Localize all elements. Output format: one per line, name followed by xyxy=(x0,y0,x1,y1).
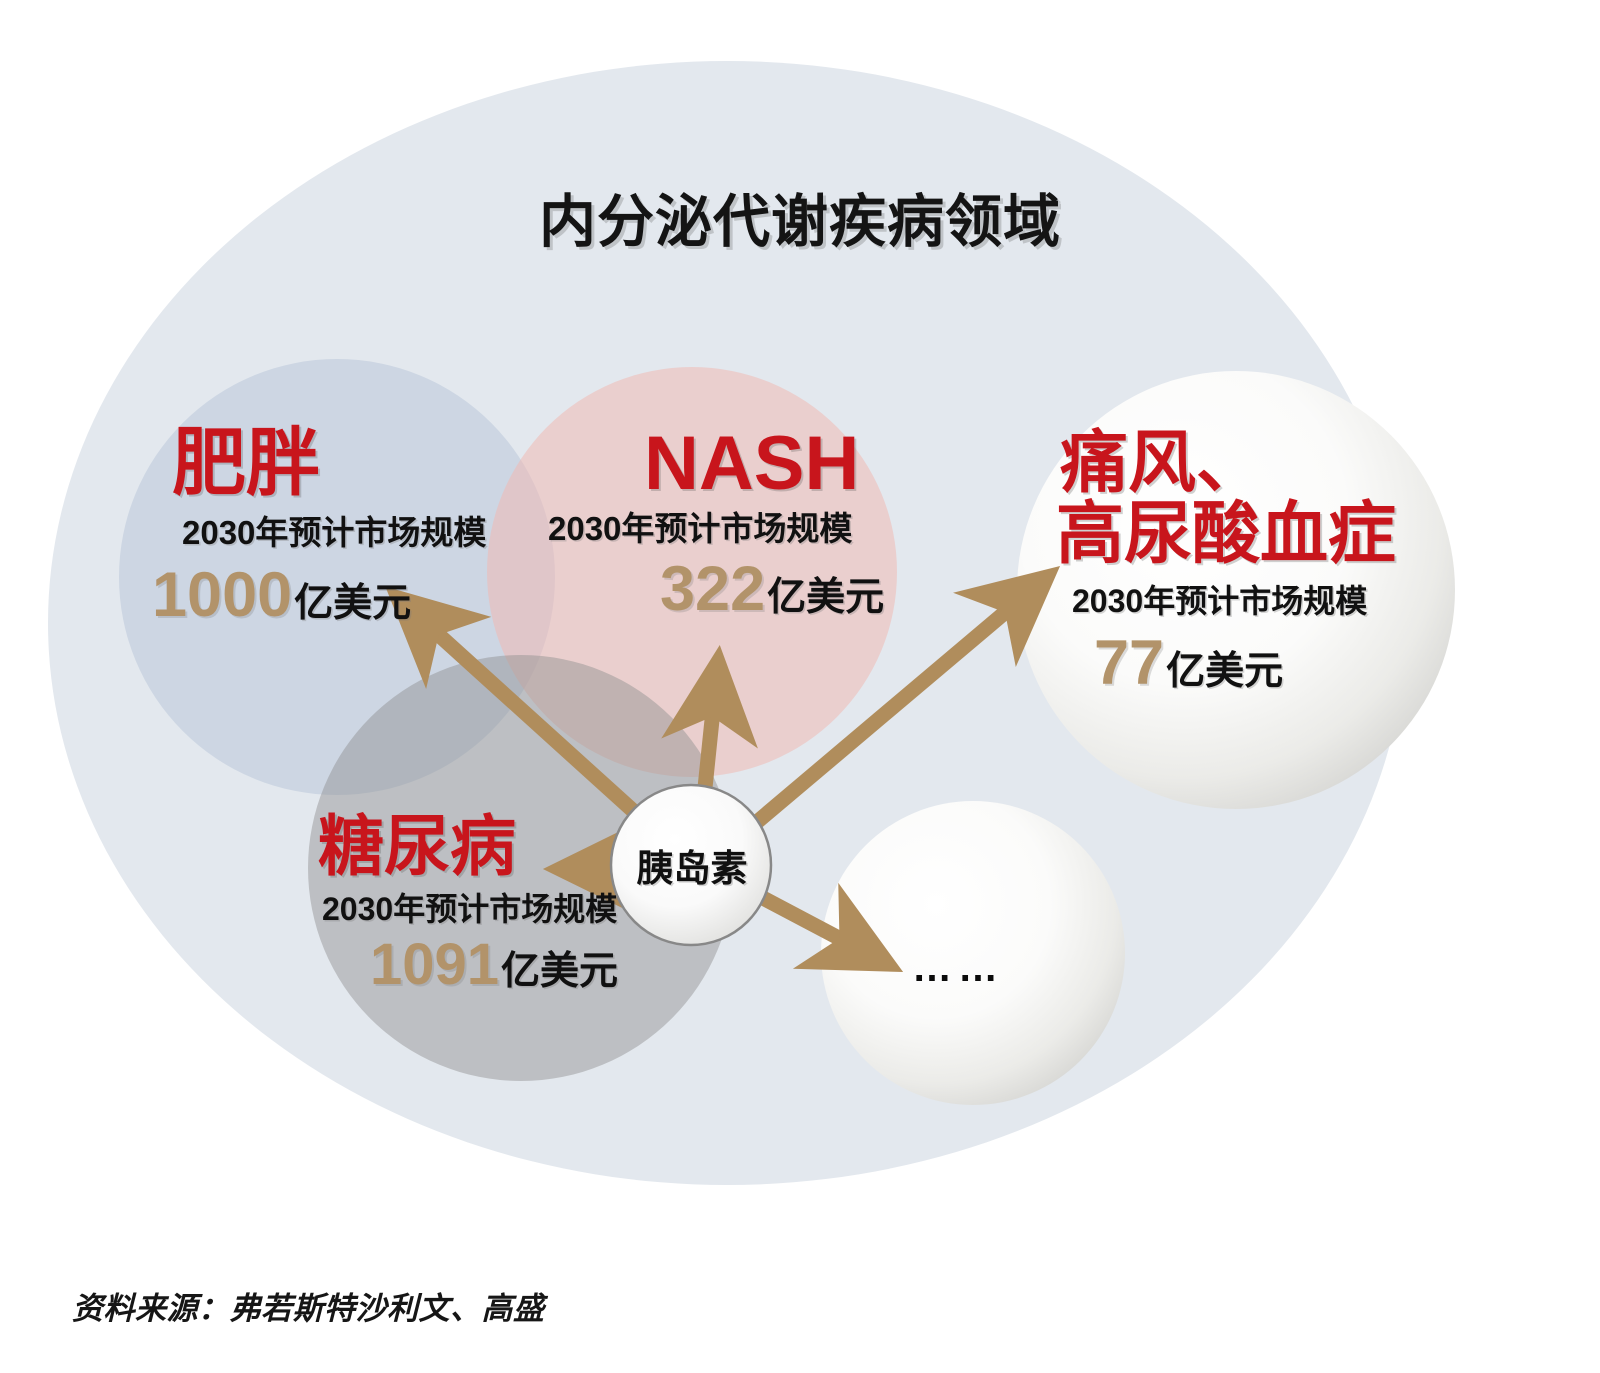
page-title: 内分泌代谢疾病领域 xyxy=(539,190,1061,254)
diabetes-value: 1091 xyxy=(370,931,500,997)
obesity-unit: 亿美元 xyxy=(294,582,412,626)
obesity-amount: 1000 亿美元 xyxy=(152,562,486,628)
nash-amount: 322 亿美元 xyxy=(660,556,884,622)
gout-sphere xyxy=(1017,371,1455,809)
gout-caption: 2030年预计市场规模 xyxy=(1072,582,1368,619)
gout-name-line2: 高尿酸血症 xyxy=(1056,496,1397,573)
diabetes-caption: 2030年预计市场规模 xyxy=(322,891,618,928)
arrow-to-placeholder xyxy=(740,881,904,972)
diabetes-name: 糖尿病 xyxy=(318,809,516,883)
source-note: 资料来源：弗若斯特沙利文、高盛 xyxy=(72,1291,545,1326)
arrow-to-obesity xyxy=(385,586,678,852)
diabetes-circle xyxy=(308,655,734,1081)
obesity-name: 肥胖 xyxy=(172,421,320,504)
disease-block-obesity: 肥胖 2030年预计市场规模 1000 亿美元 xyxy=(152,421,487,629)
nash-value: 322 xyxy=(660,554,766,625)
disease-block-diabetes: 糖尿病 2030年预计市场规模 1091 亿美元 xyxy=(318,809,619,997)
disease-block-nash: NASH 2030年预计市场规模 322 亿美元 xyxy=(548,424,884,623)
nash-caption: 2030年预计市场规模 xyxy=(548,509,853,547)
arrow-to-gout xyxy=(733,565,1061,844)
gout-name: 痛风、 高尿酸血症 xyxy=(1056,425,1396,571)
obesity-value: 1000 xyxy=(152,560,293,631)
nash-name: NASH xyxy=(644,421,860,506)
placeholder-dots-label: …… xyxy=(912,946,1004,990)
gout-amount: 77 亿美元 xyxy=(1094,630,1396,696)
diabetes-unit: 亿美元 xyxy=(501,949,619,993)
insulin-node-label: 胰岛素 xyxy=(636,848,748,889)
insulin-sphere[interactable] xyxy=(609,783,773,947)
gout-unit: 亿美元 xyxy=(1166,650,1284,694)
obesity-caption: 2030年预计市场规模 xyxy=(182,513,487,551)
gout-value: 77 xyxy=(1094,628,1165,699)
gout-name-line1: 痛风、 xyxy=(1060,425,1265,501)
diabetes-amount: 1091 亿美元 xyxy=(370,931,619,997)
disease-block-gout: 痛风、 高尿酸血症 2030年预计市场规模 77 亿美元 xyxy=(1056,425,1396,696)
nash-unit: 亿美元 xyxy=(767,576,885,620)
nash-circle xyxy=(487,367,897,777)
placeholder-sphere xyxy=(821,801,1125,1105)
